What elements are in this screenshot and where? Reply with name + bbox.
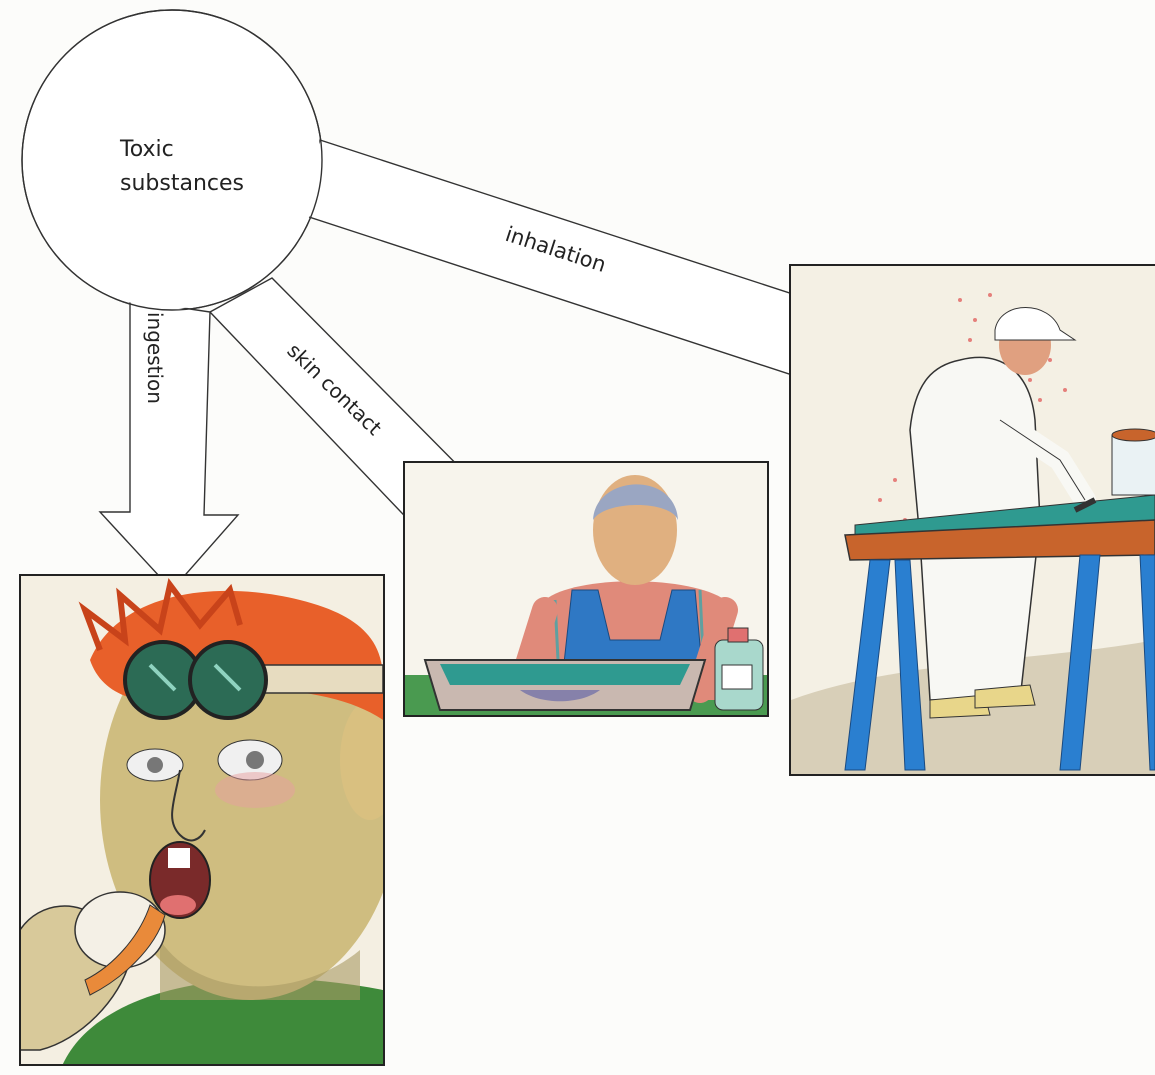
man-washing-icon bbox=[405, 475, 767, 715]
ingestion-label: ingestion bbox=[143, 312, 167, 404]
panel-skin-contact bbox=[403, 461, 769, 717]
man-eating-icon bbox=[21, 577, 383, 1064]
man-painting-icon bbox=[791, 293, 1155, 774]
source-title-line2: substances bbox=[120, 171, 244, 196]
ingestion-arrow bbox=[98, 299, 240, 592]
panel-inhalation bbox=[789, 264, 1155, 776]
source-title-line1: Toxic bbox=[119, 137, 174, 162]
panel-ingestion bbox=[19, 574, 385, 1066]
